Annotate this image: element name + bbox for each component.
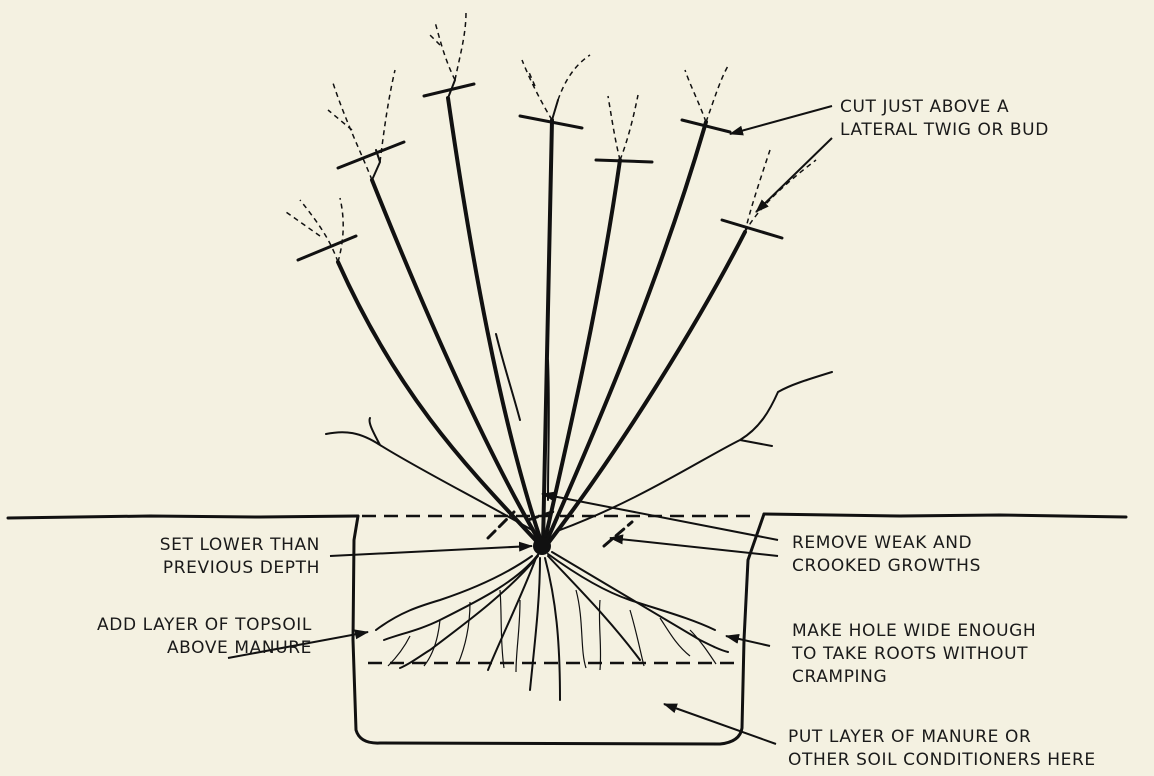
cut-mark-2 [338, 142, 404, 168]
branch-5 [548, 360, 549, 500]
tip-7 [745, 150, 816, 232]
roots [376, 552, 728, 700]
label-remove: REMOVE WEAK AND CROOKED GROWTHS [792, 532, 981, 578]
arrow-cut-1 [730, 106, 832, 134]
stem-6 [545, 122, 706, 545]
label-hole: MAKE HOLE WIDE ENOUGH TO TAKE ROOTS WITH… [792, 620, 1036, 689]
tip-5 [608, 95, 638, 160]
tip-2 [328, 70, 395, 180]
cut-mark-1 [298, 236, 356, 260]
remove-mark-3 [604, 522, 632, 546]
ground-line-left [8, 516, 358, 518]
tip-3 [430, 12, 466, 80]
tip-4 [522, 55, 590, 120]
stem-7 [546, 232, 745, 546]
stem-5 [544, 160, 620, 544]
arrow-manure [664, 704, 776, 744]
label-manure: PUT LAYER OF MANURE OR OTHER SOIL CONDIT… [788, 726, 1096, 772]
label-cut: CUT JUST ABOVE A LATERAL TWIG OR BUD [840, 96, 1049, 142]
cut-mark-5 [596, 160, 652, 162]
arrow-hole [726, 636, 770, 646]
crown [533, 537, 551, 555]
branch-3 [552, 100, 558, 120]
arrow-cut-2 [756, 138, 832, 212]
stem-1 [338, 262, 540, 545]
cut-mark-7 [722, 220, 782, 238]
label-topsoil: ADD LAYER OF TOPSOIL ABOVE MANURE [20, 614, 312, 660]
dashed-levels [362, 516, 750, 663]
fine-roots [388, 590, 716, 672]
branch-4 [496, 334, 520, 420]
stems [338, 98, 745, 546]
stem-3 [448, 98, 542, 544]
label-set-lower: SET LOWER THAN PREVIOUS DEPTH [126, 534, 320, 580]
tip-6 [685, 66, 728, 122]
ground-line-right [764, 514, 1126, 517]
arrows [228, 106, 832, 744]
arrow-set-lower [330, 546, 532, 556]
